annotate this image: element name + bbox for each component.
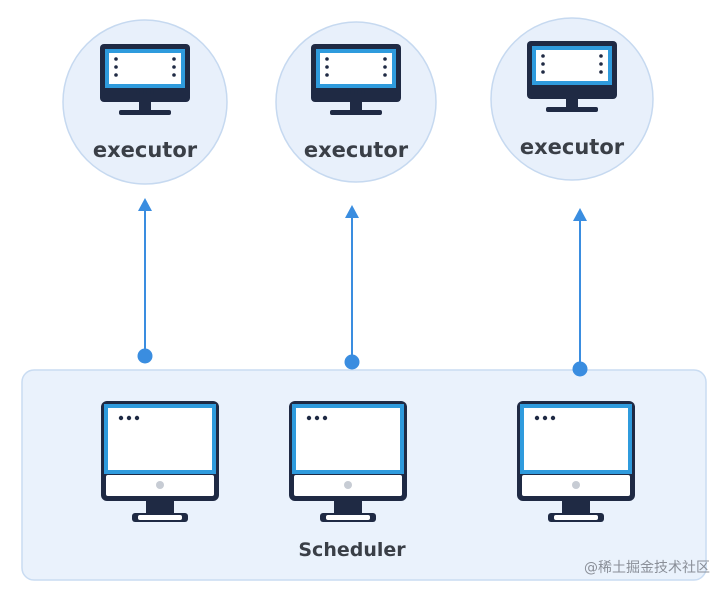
executor-label-2: executor [303, 138, 409, 162]
executor-label-1: executor [92, 138, 198, 162]
watermark: @稀土掘金技术社区 [584, 560, 710, 576]
monitor-icon [527, 41, 617, 112]
scheduler-machine-2 [289, 401, 407, 522]
arrow-up-icon [344, 205, 360, 370]
scheduler-machine-1 [101, 401, 219, 522]
arrow-up-icon [572, 208, 588, 377]
monitor-icon [100, 44, 190, 115]
monitor-icon [311, 44, 401, 115]
arrow-up-icon [137, 198, 153, 364]
scheduler-machine-3 [517, 401, 635, 522]
executor-label-3: executor [519, 135, 625, 159]
scheduler-label: Scheduler [298, 539, 406, 561]
